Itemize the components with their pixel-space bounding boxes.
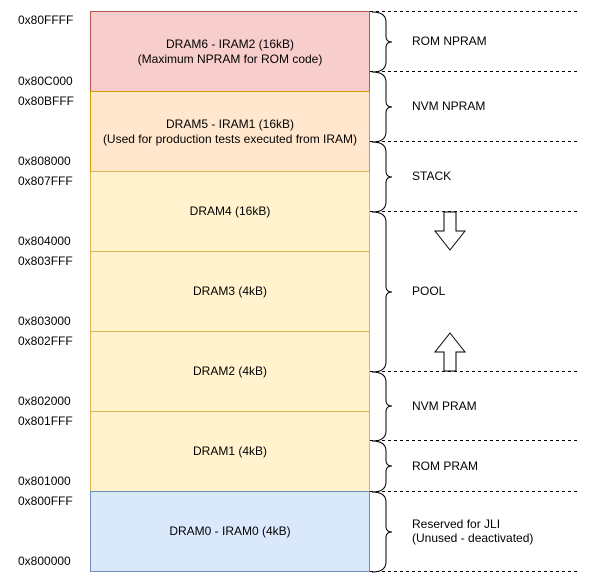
brace-icon [371,71,393,143]
block-title: DRAM1 (4kB) [192,444,267,458]
address-label: 0x807FFF [18,174,73,188]
block-note: (Maximum NPRAM for ROM code) [137,51,323,66]
block-note: (Used for production tests executed from… [102,131,358,146]
address-label: 0x804000 [18,234,71,248]
block-title: DRAM0 - IRAM0 (4kB) [169,524,291,538]
region-label-nvm-npram: NVM NPRAM [412,99,486,113]
address-label: 0x80C000 [18,74,73,88]
address-label: 0x800000 [18,554,71,568]
address-label: 0x803FFF [18,254,73,268]
address-label: 0x801FFF [18,414,73,428]
brace-icon [371,440,393,493]
memory-block-dram2: DRAM2 (4kB) [90,331,370,412]
region-braces [371,11,393,573]
region-label-jli-title: Reserved for JLI [412,517,501,531]
memory-block-dram4: DRAM4 (16kB) [90,171,370,252]
arrow-down-icon [433,211,467,251]
block-title: DRAM2 (4kB) [192,364,267,378]
address-label: 0x80FFFF [18,13,74,27]
address-label: 0x803000 [18,314,71,328]
memory-block-dram5: DRAM5 - IRAM1 (16kB) (Used for productio… [90,91,370,172]
brace-icon [371,11,393,73]
region-label-rom-npram: ROM NPRAM [412,34,487,48]
brace-icon [371,141,393,213]
block-title: DRAM5 - IRAM1 (16kB) [165,116,295,131]
brace-icon [371,491,393,573]
block-title: DRAM4 (16kB) [189,204,271,218]
memory-block-dram3: DRAM3 (4kB) [90,251,370,332]
brace-icon [371,371,393,442]
address-label: 0x80BFFF [18,94,75,108]
region-label-jli: Reserved for JLI (Unused - deactivated) [412,517,533,545]
arrow-up-icon [433,332,467,372]
memory-block-dram1: DRAM1 (4kB) [90,411,370,492]
region-label-rom-pram: ROM PRAM [412,459,478,473]
block-title: DRAM6 - IRAM2 (16kB) [165,36,295,51]
region-label-pool: POOL [412,284,446,298]
region-label-nvm-pram: NVM PRAM [412,399,477,413]
region-label-stack: STACK [412,169,452,183]
address-label: 0x800FFF [18,494,73,508]
address-label: 0x808000 [18,154,71,168]
region-label-jli-note: (Unused - deactivated) [412,531,534,545]
address-label: 0x802FFF [18,334,73,348]
address-label: 0x802000 [18,394,71,408]
memory-block-dram0: DRAM0 - IRAM0 (4kB) [90,491,370,572]
address-label: 0x801000 [18,474,71,488]
brace-icon [371,211,393,373]
memory-block-dram6: DRAM6 - IRAM2 (16kB) (Maximum NPRAM for … [90,11,370,92]
block-title: DRAM3 (4kB) [192,284,267,298]
region-separators [370,11,580,572]
